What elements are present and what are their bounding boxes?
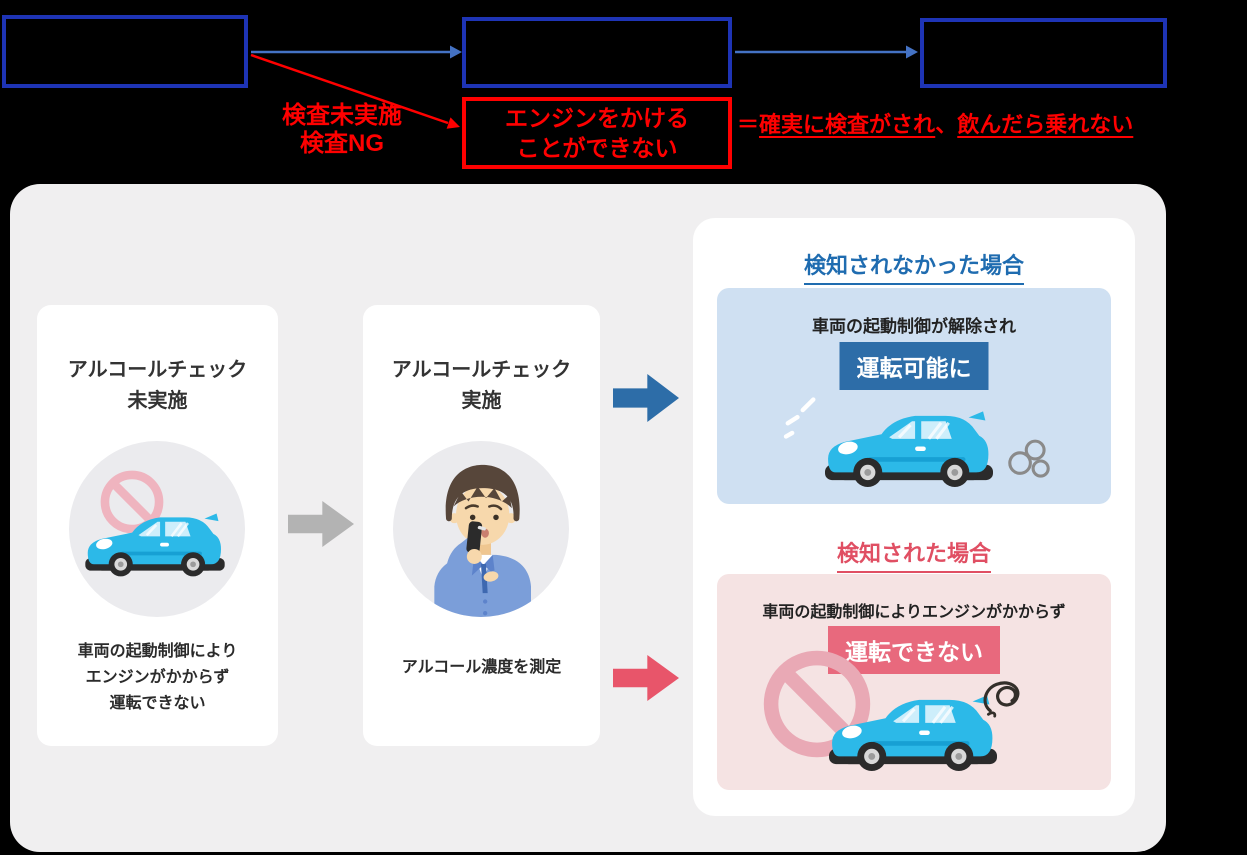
flow-box-3 (920, 18, 1167, 88)
card-alcohol-check-done: アルコールチェック 実施 (363, 305, 600, 746)
engine-start-sparks-icon (783, 397, 816, 439)
gray-right-arrow-icon (288, 501, 354, 547)
result-fail-heading-text: 検知された場合 (836, 536, 991, 573)
exhaust-puff-icon (1008, 439, 1050, 478)
result-pass-badge: 運転可能に (839, 342, 989, 390)
flow-box-2 (462, 17, 732, 88)
man-breathalyzer-icon (434, 464, 531, 617)
result-fail-badge: 運転できない (828, 626, 1000, 674)
result-pass-heading-text: 検知されなかった場合 (803, 248, 1024, 285)
car-side-icon (829, 692, 997, 772)
card-alcohol-check-not-done: アルコールチェック 未実施 車両の起動制御により エンジンがかからず 運転できな… (37, 305, 278, 746)
car-side-icon (825, 408, 993, 488)
card-checked-caption: アルコール濃度を測定 (401, 659, 562, 676)
result-fail-heading: 検知された場合 (693, 536, 1135, 573)
card-checked-circle (393, 441, 569, 617)
card-checked-title: アルコールチェック 実施 (391, 359, 572, 412)
conclusion-part-1: 確実に検査がされ (759, 112, 936, 137)
result-panel: 検知されなかった場合 車両の起動制御が解除され 運転可能に (693, 218, 1135, 816)
engine-cannot-start-box: エンジンをかける ことができない (462, 97, 732, 169)
blue-right-arrow-icon (613, 374, 679, 422)
car-side-icon (85, 511, 225, 577)
card-unchecked-circle (69, 441, 245, 617)
pink-right-arrow-icon (613, 655, 679, 701)
conclusion-comma: 、 (935, 112, 958, 137)
result-pass-description: 車両の起動制御が解除され (812, 317, 1016, 336)
engine-failure-scribble-icon (983, 681, 1020, 718)
equals-conclusion-text: ＝確実に検査がされ、飲んだら乗れない (737, 107, 1167, 139)
inspection-ng-label: 検査未実施 検査NG (282, 102, 402, 157)
equals-sign: ＝ (737, 112, 760, 137)
main-panel: アルコールチェック 未実施 車両の起動制御により エンジンがかからず 運転できな… (10, 184, 1166, 852)
conclusion-part-2: 飲んだら乗れない (957, 112, 1134, 137)
result-fail-description: 車両の起動制御によりエンジンがかからず (762, 604, 1066, 621)
card-unchecked-title: アルコールチェック 未実施 (67, 359, 248, 412)
result-pass-box: 車両の起動制御が解除され 運転可能に (717, 288, 1111, 504)
flow-box-1 (2, 15, 248, 88)
result-fail-box: 車両の起動制御によりエンジンがかからず 運転できない (717, 574, 1111, 790)
result-pass-heading: 検知されなかった場合 (693, 248, 1135, 285)
card-unchecked-caption: 車両の起動制御により エンジンがかからず 運転できない (77, 643, 238, 712)
